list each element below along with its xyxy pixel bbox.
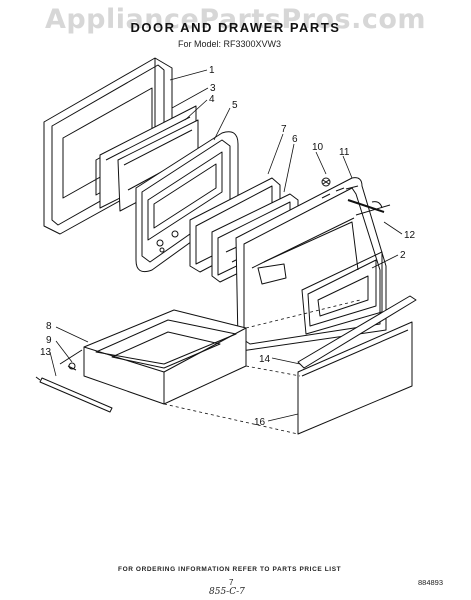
- callout-11: 11: [339, 147, 350, 158]
- callout-14: 14: [259, 354, 271, 365]
- callout-2: 2: [400, 250, 406, 261]
- callout-leaders: [49, 69, 403, 422]
- drawer-front-panel: [297, 321, 413, 435]
- callout-8: 8: [46, 321, 52, 332]
- callout-7: 7: [281, 124, 287, 135]
- assembly-guide-lines: [163, 299, 361, 435]
- inner-door-panel: [235, 177, 387, 351]
- hinge-screw: [321, 177, 331, 187]
- door-hinge-rod: [347, 199, 391, 216]
- callout-1: 1: [209, 65, 215, 76]
- callout-16: 16: [254, 417, 266, 428]
- callout-5: 5: [232, 100, 238, 111]
- callout-10: 10: [312, 142, 324, 153]
- callout-4: 4: [209, 94, 215, 105]
- page-number: 7: [229, 578, 234, 587]
- drawer-roller: [67, 362, 77, 371]
- callout-12: 12: [404, 230, 416, 241]
- callout-6: 6: [292, 134, 298, 145]
- watermark: AppliancePartsPros.com: [44, 4, 427, 35]
- model-number: For Model: RF3300XVW3: [178, 39, 282, 49]
- page-title: DOOR AND DRAWER PARTS: [130, 20, 341, 35]
- callout-13: 13: [40, 347, 52, 358]
- callout-9: 9: [46, 335, 52, 346]
- drawer-trim-strip: [297, 295, 417, 369]
- storage-drawer: [59, 309, 247, 405]
- callout-3: 3: [210, 83, 216, 94]
- drawer-rail: [35, 376, 113, 413]
- handwritten-note: 855-C-7: [209, 587, 245, 597]
- callout-labels: 1 3 4 5 7 6 10 11 12 2 8 9 13 14 16: [40, 65, 416, 428]
- document-code: 884893: [418, 578, 444, 587]
- ordering-note: FOR ORDERING INFORMATION REFER TO PARTS …: [118, 566, 342, 573]
